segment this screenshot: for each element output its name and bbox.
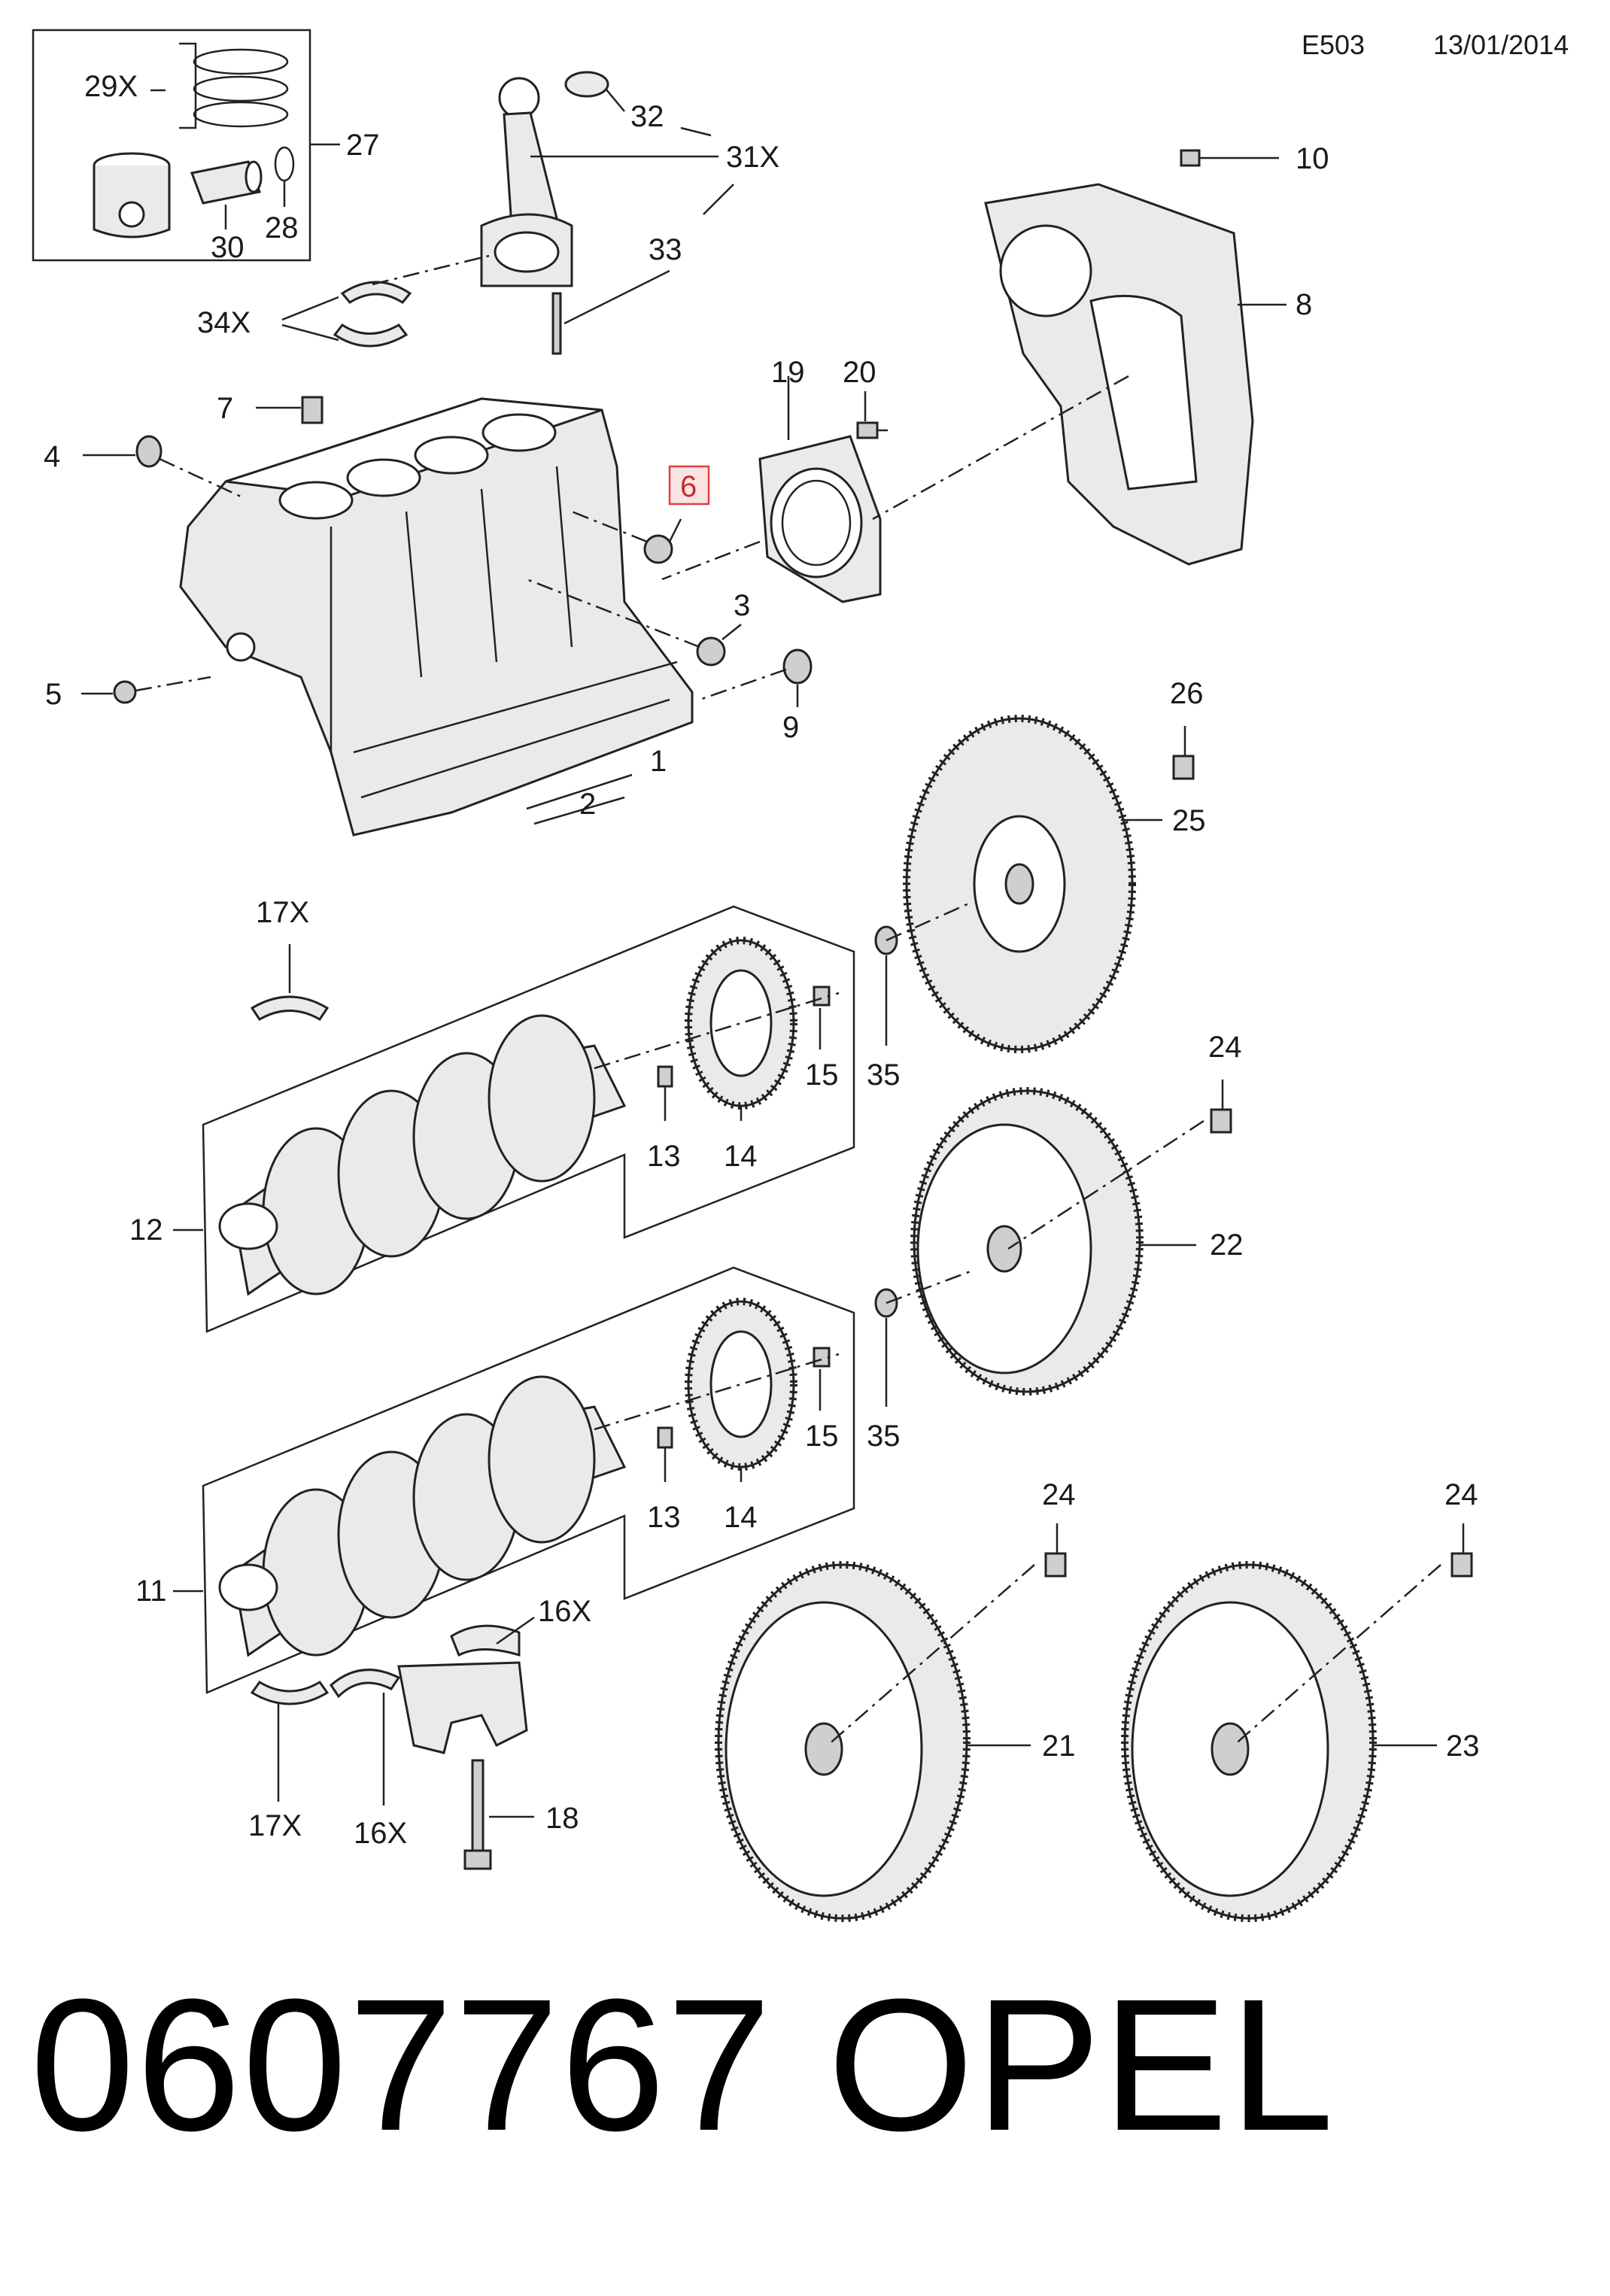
- spacer-35b: 35: [867, 1270, 971, 1453]
- label-20: 20: [843, 356, 876, 389]
- label-16xa: 16X: [538, 1595, 591, 1628]
- label-10: 10: [1296, 142, 1329, 175]
- label-13a: 13: [647, 1140, 681, 1173]
- flywheel-23: 24 23: [1121, 1478, 1480, 1922]
- adapter-plate: 10 8: [872, 142, 1329, 566]
- plug-6: [643, 534, 673, 564]
- label-24a: 24: [1208, 1031, 1242, 1064]
- plug-3: [696, 636, 726, 667]
- label-23: 23: [1446, 1730, 1480, 1763]
- diagram-code: E503: [1302, 29, 1365, 60]
- label-31x: 31X: [726, 141, 779, 174]
- flywheel-22: 24 22: [910, 1031, 1244, 1396]
- brand-name: OPEL: [828, 1960, 1335, 2170]
- label-3: 3: [734, 589, 750, 622]
- crankshaft-12-group: 12 15 13 14: [129, 905, 855, 1333]
- connecting-rod: 32 31X 33: [480, 71, 779, 355]
- label-26: 26: [1170, 677, 1204, 710]
- label-2: 2: [579, 788, 596, 821]
- bolt-26: [1172, 755, 1195, 780]
- dowel-9: [782, 648, 813, 685]
- highlighted-callout-6: 6: [668, 465, 710, 506]
- bolt-18: [471, 1759, 485, 1852]
- piston-pin: [190, 160, 263, 205]
- piston-rings: [193, 48, 289, 128]
- diagram-date: 13/01/2014: [1433, 29, 1569, 60]
- plug-4: [135, 435, 163, 468]
- circlip: [274, 146, 295, 182]
- label-24b: 24: [1042, 1478, 1076, 1511]
- bolt-24a: [1210, 1108, 1232, 1134]
- bolt-20: [856, 421, 879, 439]
- block-plugs: 7 4 5 3 9: [44, 392, 813, 744]
- label-22: 22: [1210, 1228, 1244, 1262]
- label-13b: 13: [647, 1501, 681, 1534]
- engine-block: 1 2: [179, 397, 694, 837]
- label-21: 21: [1042, 1730, 1076, 1763]
- label-4: 4: [44, 440, 60, 473]
- bolt-24c: [1451, 1552, 1473, 1578]
- rod-bolt: [551, 292, 562, 355]
- label-25: 25: [1172, 804, 1206, 837]
- crankshaft-11-group: 11 15 13 14: [135, 1266, 855, 1694]
- label-11: 11: [135, 1575, 167, 1608]
- plug-5: [113, 680, 137, 704]
- piston: [93, 152, 171, 238]
- label-7: 7: [217, 392, 233, 425]
- label-15a: 15: [805, 1058, 839, 1092]
- bolt-10: [1180, 149, 1201, 167]
- piston-kit-box: 29X 27 30 28: [32, 29, 380, 264]
- label-27: 27: [346, 129, 380, 162]
- label-18: 18: [545, 1802, 579, 1835]
- rod-bearing-shells: 34X: [197, 254, 490, 348]
- label-17xb: 17X: [248, 1809, 302, 1842]
- label-30: 30: [211, 231, 245, 264]
- rear-main-seal: 19 20: [661, 356, 888, 603]
- label-16xb: 16X: [354, 1817, 407, 1850]
- label-14b: 14: [724, 1501, 758, 1534]
- label-15b: 15: [805, 1420, 839, 1453]
- label-28: 28: [265, 211, 299, 244]
- label-5: 5: [45, 678, 62, 711]
- label-35b: 35: [867, 1420, 901, 1453]
- flexplate: 26 25: [903, 677, 1206, 1053]
- label-29x: 29X: [84, 70, 138, 103]
- label-35a: 35: [867, 1058, 901, 1092]
- flywheel-21: 24 21: [715, 1478, 1076, 1922]
- label-6: 6: [680, 470, 697, 503]
- label-1: 1: [650, 745, 667, 778]
- label-9: 9: [782, 711, 799, 744]
- label-33: 33: [649, 233, 682, 266]
- label-32: 32: [630, 100, 664, 133]
- bolt-24b: [1044, 1552, 1067, 1578]
- spacer-35a: 35: [867, 901, 971, 1092]
- dowel-7: [301, 396, 324, 424]
- label-34x: 34X: [197, 306, 251, 339]
- bearing-shell-17x-top: 17X: [250, 896, 330, 1021]
- label-24c: 24: [1444, 1478, 1478, 1511]
- label-8: 8: [1296, 288, 1312, 321]
- small-end-bushing: [564, 71, 609, 98]
- label-17xa: 17X: [256, 896, 309, 929]
- main-bearing-cap: 16X 17X 16X 18: [248, 1595, 591, 1870]
- label-14a: 14: [724, 1140, 758, 1173]
- label-12: 12: [129, 1213, 163, 1247]
- part-number: 0607767: [30, 1960, 773, 2170]
- label-19: 19: [771, 356, 805, 389]
